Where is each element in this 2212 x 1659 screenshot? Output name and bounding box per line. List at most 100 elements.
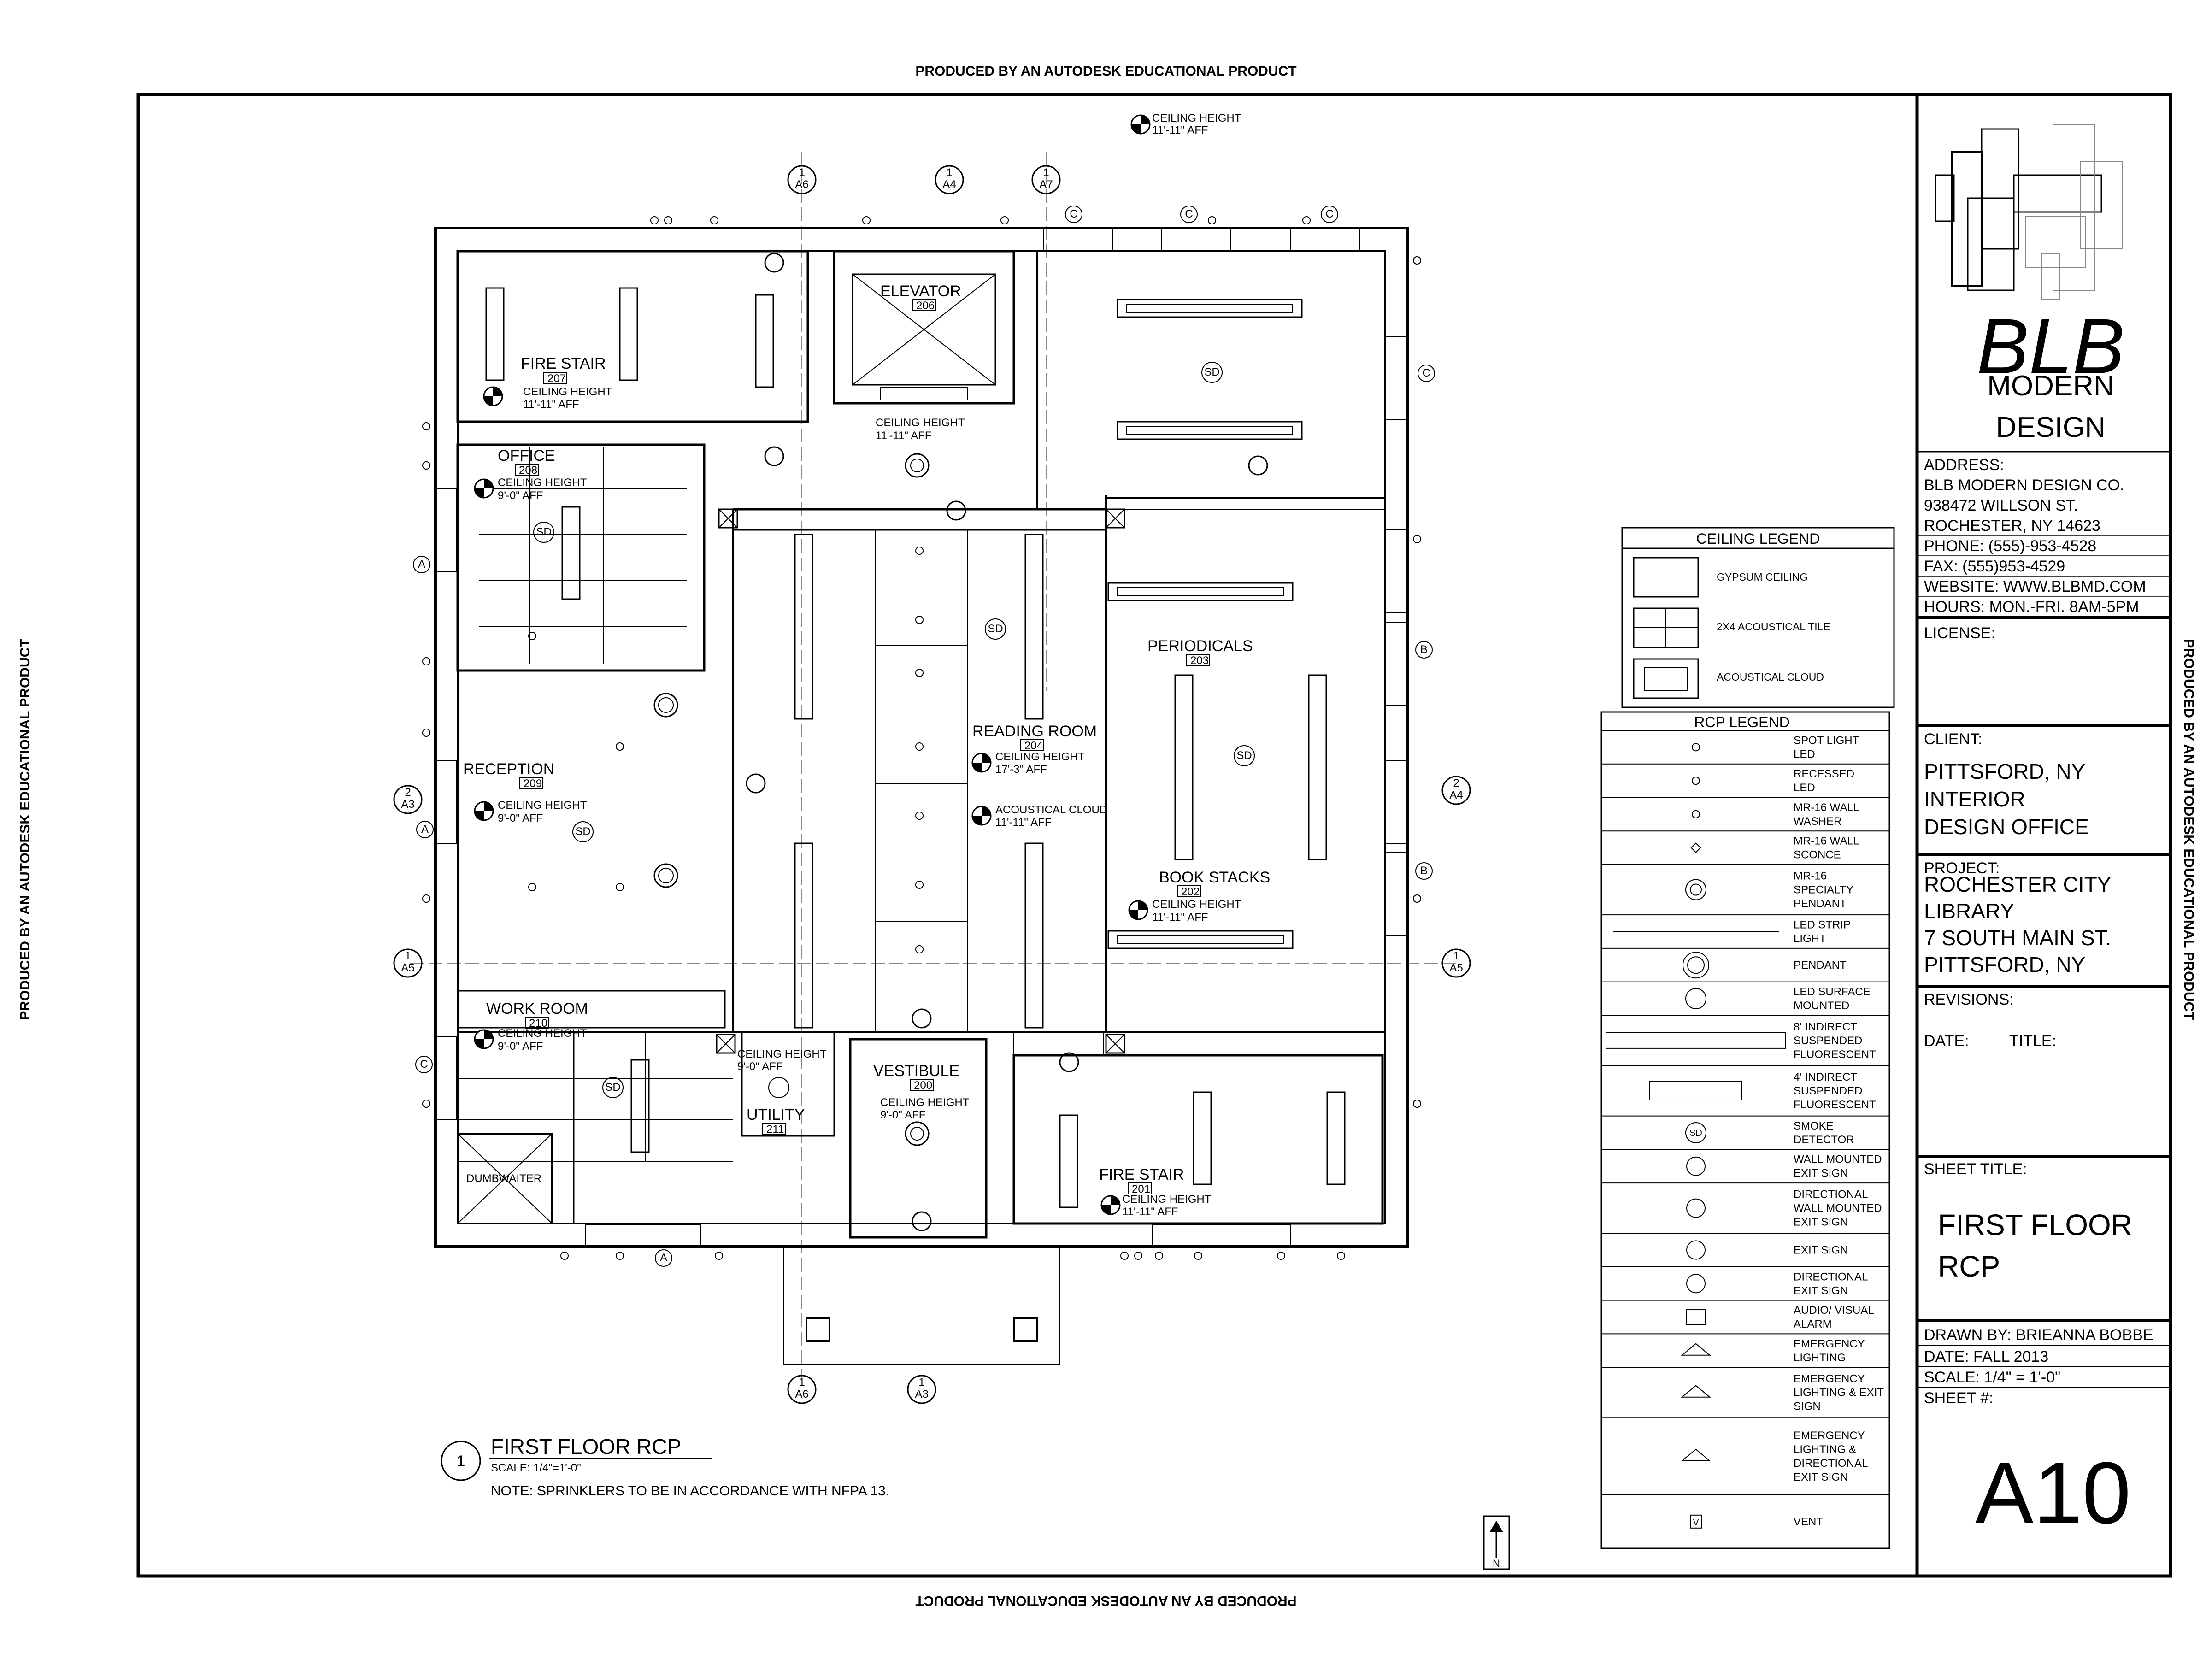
rcp-legend-label: MR-16 <box>1794 870 1827 882</box>
grid-c: C <box>420 1058 428 1071</box>
sm-num: 1 <box>799 166 805 179</box>
ceiling-legend-item: 2X4 ACOUSTICAL TILE <box>1717 621 1830 633</box>
sheet-title-line: RCP <box>1938 1250 2000 1283</box>
specialty-pendant-inner-icon <box>1690 883 1702 896</box>
rcp-legend-label: WALL MOUNTED <box>1794 1153 1882 1166</box>
ch-label: CEILING HEIGHT <box>995 751 1085 763</box>
ceiling-legend-item: ACOUSTICAL CLOUD <box>1717 671 1824 683</box>
rcp-legend-label: LIGHTING & EXIT <box>1794 1387 1884 1399</box>
ch-value: 11'-11" AFF <box>1152 124 1208 136</box>
ceiling-height-symbols <box>474 114 1151 1215</box>
ch-value: 17'-3" AFF <box>995 763 1047 776</box>
sm-num: 2 <box>1453 777 1459 789</box>
room-utility: UTILITY <box>747 1106 805 1124</box>
room-number-203: 203 <box>1190 654 1209 667</box>
rev-title-label: TITLE: <box>2009 1032 2056 1050</box>
logo-sub2: DESIGN <box>1996 412 2106 443</box>
rcp-legend-label: PENDANT <box>1794 959 1847 971</box>
rcp-legend-label: LIGHTING & <box>1794 1443 1856 1456</box>
vent-text: V <box>1693 1518 1699 1528</box>
ceiling-legend-item: GYPSUM CEILING <box>1717 571 1808 583</box>
ch-value: 9'-0" AFF <box>498 489 543 502</box>
rcp-legend-label: DIRECTIONAL <box>1794 1271 1868 1283</box>
emergency-lighting-icon <box>1681 1343 1711 1356</box>
drawn-by: DRAWN BY: BRIEANNA BOBBE <box>1924 1326 2153 1344</box>
sm-num: 1 <box>946 166 952 179</box>
rcp-legend-label: FLUORESCENT <box>1794 1048 1876 1061</box>
sm-ref: A6 <box>795 178 808 191</box>
drawing-note: NOTE: SPRINKLERS TO BE IN ACCORDANCE WIT… <box>491 1483 889 1499</box>
ch-value: 9'-0" AFF <box>498 812 543 824</box>
rcp-legend-label: EXIT SIGN <box>1794 1216 1848 1229</box>
rcp-legend-label: 4' INDIRECT <box>1794 1071 1857 1083</box>
led-surface-icon <box>1685 988 1706 1009</box>
rcp-legend-label: PENDANT <box>1794 898 1847 910</box>
specialty-pendant-icon <box>1685 879 1706 900</box>
smoke-detector-icon <box>1685 1122 1706 1143</box>
address-lines-line: HOURS: MON.-FRI. 8AM-5PM <box>1924 598 2139 616</box>
rev-date-label: DATE: <box>1924 1032 1969 1050</box>
rcp-legend-title: RCP LEGEND <box>1694 714 1789 730</box>
ch-label: CEILING HEIGHT <box>880 1096 970 1109</box>
room-office: OFFICE <box>498 447 555 465</box>
north-arrow: N <box>1483 1515 1510 1570</box>
ch-value: 9'-0" AFF <box>498 1040 543 1053</box>
rcp-legend-label: EXIT SIGN <box>1794 1167 1848 1180</box>
license-label: LICENSE: <box>1924 624 1995 642</box>
rcp-legend-label: SMOKE <box>1794 1120 1834 1132</box>
drawing-number: 1 <box>457 1453 465 1470</box>
rcp-legend-label: FLUORESCENT <box>1794 1099 1876 1111</box>
address-lines-line: PHONE: (555)-953-4528 <box>1924 537 2096 555</box>
ch-value: 11'-11" AFF <box>876 429 932 442</box>
rcp-legend-label: EXIT SIGN <box>1794 1284 1848 1297</box>
rcp-legend-label: LIGHT <box>1794 932 1826 945</box>
grid-c: C <box>1070 208 1077 220</box>
room-elevator: ELEVATOR <box>880 282 961 300</box>
sm-ref: A7 <box>1039 178 1053 191</box>
client-lines-line: INTERIOR <box>1924 787 2025 811</box>
project-block: ROCHESTER CITY LIBRARY 7 SOUTH MAIN ST. PIT… <box>1924 872 2111 977</box>
emergency-lighting-icon <box>1681 1385 1711 1398</box>
sd: SD <box>1204 366 1219 378</box>
project-lines-line: LIBRARY <box>1924 899 2014 923</box>
rcp-legend-label: WALL MOUNTED <box>1794 1202 1882 1215</box>
project-lines-line: PITTSFORD, NY <box>1924 953 2085 977</box>
address-lines-line: WEBSITE: WWW.BLBMD.COM <box>1924 578 2146 595</box>
sd: SD <box>1236 749 1252 762</box>
sm-ref: A6 <box>795 1388 808 1400</box>
rcp-legend-label: ALARM <box>1794 1318 1832 1330</box>
section-marker-labels: 1 A6 1 A4 1 A7 2 A3 2 A4 1 A5 1 A5 1 A6 … <box>401 166 1463 1400</box>
recessed-light-icon <box>1692 777 1700 785</box>
sm-ref: A3 <box>401 798 414 811</box>
ch-value: 11'-11" AFF <box>523 398 579 411</box>
fluorescent-4ft-icon <box>1649 1081 1742 1101</box>
title-block: BLB MODERN DESIGN ADDRESS:BLB MODERN DES… <box>1915 94 2171 1576</box>
sm-ref: A5 <box>1449 962 1463 974</box>
drawing-scale: SCALE: 1/4"=1'-0" <box>491 1462 581 1474</box>
ch-label: CEILING HEIGHT <box>737 1048 827 1060</box>
ch-label: CEILING HEIGHT <box>876 417 965 429</box>
project-lines-line: 7 SOUTH MAIN ST. <box>1924 926 2111 950</box>
exit-sign-icon <box>1686 1274 1706 1294</box>
rcp-legend-label: DIRECTIONAL <box>1794 1457 1868 1470</box>
project-lines-line: ROCHESTER CITY <box>1924 872 2111 896</box>
room-reading-room: READING ROOM <box>972 723 1097 740</box>
watermark-bottom: PRODUCED BY AN AUTODESK EDUCATIONAL PROD… <box>915 1593 1296 1608</box>
exit-sign-icon <box>1686 1240 1706 1260</box>
ceiling-height-tags: CEILING HEIGHT 11'-11" AFF CEILING HEIGH… <box>498 112 1241 1218</box>
ch-label: CEILING HEIGHT <box>498 477 587 489</box>
client-label: CLIENT: <box>1924 730 1983 748</box>
room-number-200: 200 <box>914 1079 932 1092</box>
logo-sub1: MODERN <box>1987 370 2114 402</box>
fluorescent-8ft-icon <box>1606 1032 1786 1049</box>
client-lines-line: PITTSFORD, NY <box>1924 759 2085 783</box>
logo-text: BLB <box>1977 303 2124 390</box>
sd: SD <box>988 623 1003 635</box>
room-fire-stair-bottom: FIRE STAIR <box>1099 1166 1184 1183</box>
ceiling-legend: CEILING LEGEND GYPSUM CEILING 2X4 ACOUST… <box>1621 527 1895 708</box>
project-label: PROJECT: <box>1924 859 2000 877</box>
rcp-legend-label: LIGHTING <box>1794 1352 1846 1364</box>
grid-b: B <box>1420 643 1428 656</box>
ch-label: CEILING HEIGHT <box>1152 112 1241 124</box>
